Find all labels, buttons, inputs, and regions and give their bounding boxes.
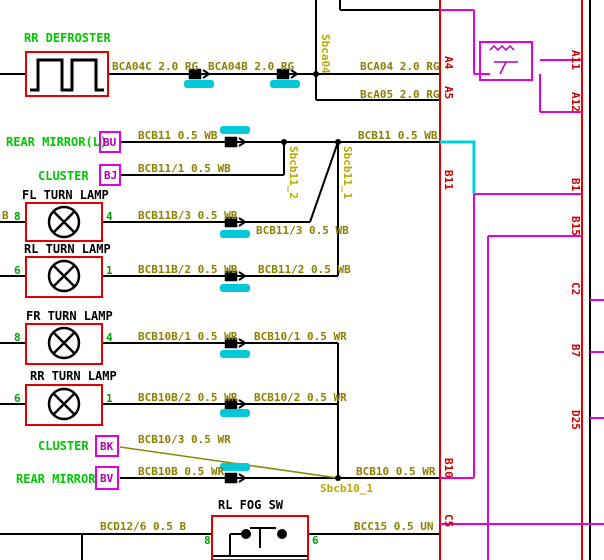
wire-bcb11-3: BCB11/3 0.5 WB xyxy=(256,224,349,237)
wire-bca05: BcA05 2.0 RG xyxy=(360,88,440,101)
pin-fr-right: 4 xyxy=(106,331,113,344)
pin-fr-left: 8 xyxy=(14,331,21,344)
wire-bcb11-2: BCB11/2 0.5 WB xyxy=(258,263,351,276)
pin-fl-left: 8 xyxy=(14,210,21,223)
rr-turn-lamp-box xyxy=(25,384,103,426)
wire-bcb10b-1: BCB10B/1 0.5 WR xyxy=(138,330,238,343)
wire-bcb11b-3: BCB11B/3 0.5 WB xyxy=(138,209,238,222)
rl-fog-sw-label: RL FOG SW xyxy=(218,498,284,512)
pin-rl-right: 1 xyxy=(106,264,113,277)
wire-bca04: BCA04 2.0 RG xyxy=(360,60,440,73)
connector-bu: BU xyxy=(103,136,117,149)
connector-bj: BJ xyxy=(104,169,117,182)
black-wires xyxy=(0,0,591,560)
fl-lamp-icon xyxy=(47,205,81,239)
wire-bcb10: BCB10 0.5 WR xyxy=(356,465,436,478)
pin-d25: D25 xyxy=(569,410,582,430)
pin-a5: A5 xyxy=(442,86,455,99)
switch-icon xyxy=(229,527,287,556)
connector-badges xyxy=(95,131,121,490)
wire-bca04c: BCA04C 2.0 RG xyxy=(112,60,198,73)
pin-b10: B10 xyxy=(442,458,455,478)
pin-b7: B7 xyxy=(569,344,582,357)
pin-fog-2: 6 xyxy=(312,534,319,547)
wire-bcb10-3: BCB10/3 0.5 WR xyxy=(138,433,231,446)
pin-rr-left: 6 xyxy=(14,392,21,405)
rr-defroster-label: RR DEFROSTER xyxy=(24,31,111,45)
wire-bcd12-6: BCD12/6 0.5 B xyxy=(100,520,186,533)
connector-bv: BV xyxy=(100,472,114,485)
rear-mirror-l-label: REAR MIRROR(L) xyxy=(6,135,107,149)
fr-turn-lamp-box xyxy=(25,323,103,365)
relay-box xyxy=(479,41,533,81)
cyan-wire xyxy=(440,140,476,194)
pin-c2: C2 xyxy=(569,282,582,295)
cluster-label-1: CLUSTER xyxy=(38,169,89,183)
fl-turn-lamp-label: FL TURN LAMP xyxy=(22,188,109,202)
pin-a4: A4 xyxy=(442,56,455,70)
splice-sbcb11-1: Sbcb11_1 xyxy=(341,146,354,199)
wire-bcb10b: BCB10B 0.5 WR xyxy=(138,465,224,478)
relay-icon xyxy=(489,44,518,75)
wire-bcb11-1: BCB11/1 0.5 WB xyxy=(138,162,231,175)
fr-lamp-icon xyxy=(47,326,81,360)
heater-element-icon xyxy=(30,58,104,92)
pin-fl-right: 4 xyxy=(106,210,113,223)
wire-bcb11-right: BCB11 0.5 WB xyxy=(358,129,438,142)
pin-rl-left: 6 xyxy=(14,264,21,277)
splice-sbcb10-1: Sbcb10_1 xyxy=(320,482,373,495)
wire-bcb10-1: BCB10/1 0.5 WR xyxy=(254,330,347,343)
pin-a12: A12 xyxy=(569,92,582,112)
wire-bcb11-left: BCB11 0.5 WB xyxy=(138,129,218,142)
splice-sbca04: Sbca04 xyxy=(319,34,332,74)
pin-rr-right: 1 xyxy=(106,392,113,405)
wire-bcb11b-2: BCB11B/2 0.5 WB xyxy=(138,263,238,276)
magenta-wires xyxy=(440,9,604,560)
fr-turn-lamp-label: FR TURN LAMP xyxy=(26,309,113,323)
pin-c5: C5 xyxy=(442,514,455,527)
wire-bca04b: BCA04B 2.0 RG xyxy=(208,60,294,73)
pin-b-left: B xyxy=(2,209,9,222)
cluster-label-2: CLUSTER xyxy=(38,439,89,453)
pin-fog: 8 xyxy=(204,534,211,547)
rear-mirror-label: REAR MIRROR xyxy=(16,472,96,486)
rl-turn-lamp-label: RL TURN LAMP xyxy=(24,242,111,256)
pin-b15: B15 xyxy=(569,216,582,236)
pin-a11: A11 xyxy=(569,50,582,70)
pin-b1: B1 xyxy=(569,178,582,192)
rr-lamp-icon xyxy=(47,387,81,421)
pin-b11: B11 xyxy=(442,170,455,190)
rl-turn-lamp-box xyxy=(25,256,103,298)
splice-dots xyxy=(281,71,341,481)
connector-bk: BK xyxy=(100,440,114,453)
rr-turn-lamp-label: RR TURN LAMP xyxy=(30,369,117,383)
rl-fog-sw-box xyxy=(211,515,309,560)
fl-turn-lamp-box xyxy=(25,202,103,242)
splice-sbcb11-2: Sbcb11_2 xyxy=(287,146,300,199)
wire-bcc15: BCC15 0.5 UN xyxy=(354,520,433,533)
rr-defroster-box xyxy=(25,51,109,97)
inline-connectors xyxy=(184,68,300,484)
wire-bcb10b-2: BCB10B/2 0.5 WR xyxy=(138,391,238,404)
lamps xyxy=(47,205,81,421)
wire-bcb10-2: BCB10/2 0.5 WR xyxy=(254,391,347,404)
rl-lamp-icon xyxy=(47,259,81,293)
red-outlines xyxy=(25,0,583,560)
